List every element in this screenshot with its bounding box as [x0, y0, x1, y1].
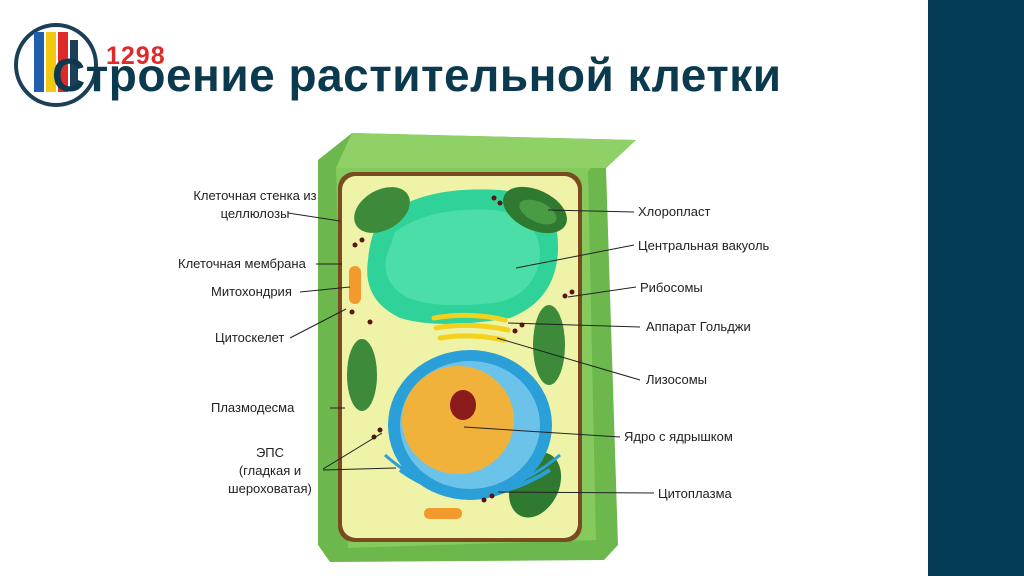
label-mitochondria: Митохондрия [211, 283, 292, 300]
accent-sidebar [928, 0, 1024, 576]
label-cytoskeleton: Цитоскелет [215, 329, 284, 346]
page-title: Строение растительной клетки [52, 48, 782, 102]
label-lysosomes: Лизосомы [646, 371, 707, 388]
label-er-line3: шероховатая) [220, 480, 320, 497]
label-golgi: Аппарат Гольджи [646, 318, 751, 335]
label-cytoplasm: Цитоплазма [658, 485, 732, 502]
label-cell-wall-line2: целлюлозы [180, 205, 330, 222]
label-chloroplast: Хлоропласт [638, 203, 710, 220]
label-vacuole: Центральная вакуоль [638, 237, 769, 254]
label-membrane: Клеточная мембрана [178, 255, 306, 272]
label-er-line2: (гладкая и [220, 462, 320, 479]
label-ribosomes: Рибосомы [640, 279, 703, 296]
label-plasmodesma: Плазмодесма [211, 399, 294, 416]
label-cell-wall-line1: Клеточная стенка из [180, 187, 330, 204]
vacuole-highlight [385, 209, 540, 305]
label-nucleus: Ядро с ядрышком [624, 428, 733, 445]
label-er-line1: ЭПС [220, 444, 320, 461]
